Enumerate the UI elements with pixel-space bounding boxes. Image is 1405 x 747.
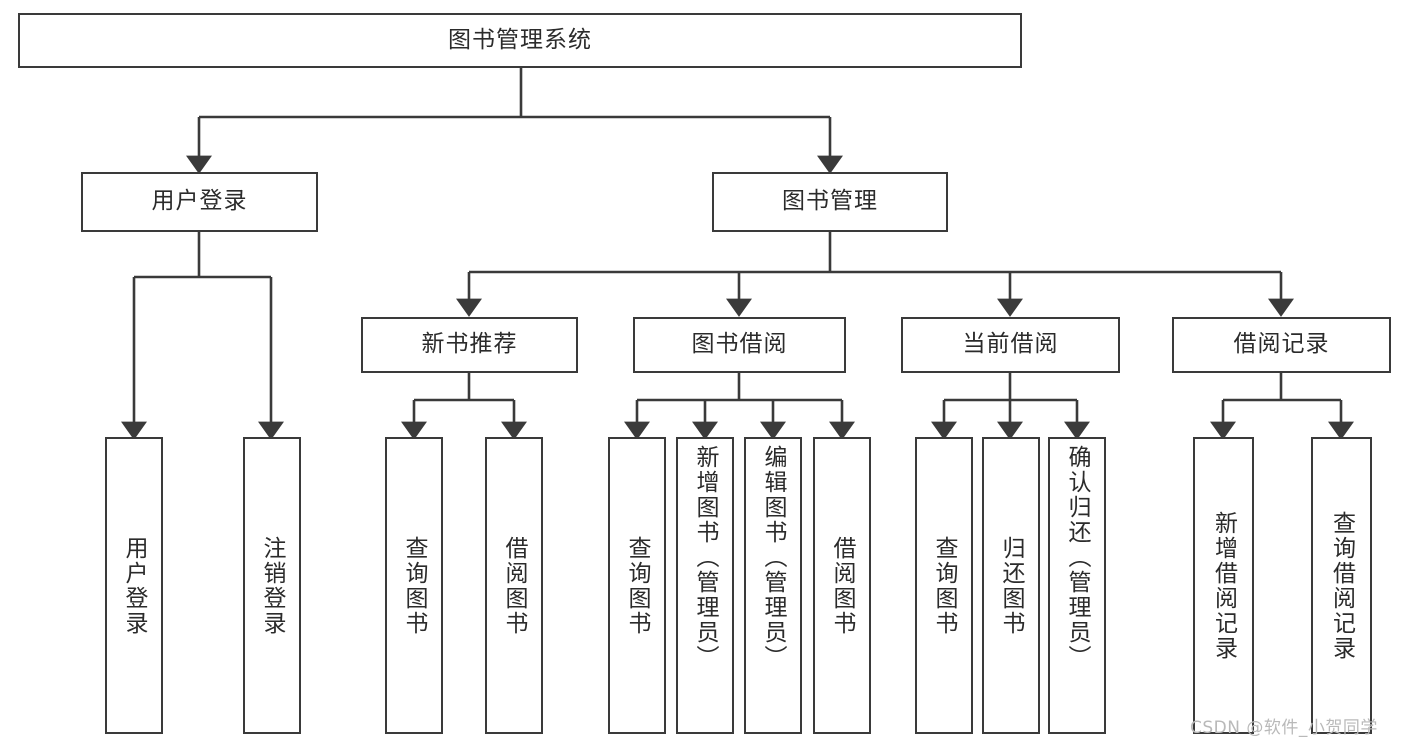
node-book-manage[interactable]: 图书管理 (712, 172, 948, 232)
leaf-borrow-book-borrow[interactable]: 借阅图书 (813, 437, 871, 734)
node-label: 查询图书 (624, 535, 651, 636)
node-label: 确认归还（管理员） (1064, 445, 1091, 670)
node-label: 图书管理系统 (448, 26, 592, 53)
node-label: 新增借阅记录 (1210, 510, 1237, 661)
leaf-query-book-borrow[interactable]: 查询图书 (608, 437, 666, 734)
leaf-query-book-current[interactable]: 查询图书 (915, 437, 973, 734)
node-label: 图书管理 (782, 188, 878, 215)
node-label: 借阅图书 (829, 535, 856, 636)
leaf-add-book-admin[interactable]: 新增图书（管理员） (676, 437, 734, 734)
node-label: 新书推荐 (421, 331, 518, 358)
node-label: 用户登录 (121, 535, 148, 636)
leaf-add-borrow-record[interactable]: 新增借阅记录 (1193, 437, 1254, 734)
node-new-book-recommend[interactable]: 新书推荐 (361, 317, 578, 373)
leaf-query-borrow-record[interactable]: 查询借阅记录 (1311, 437, 1372, 734)
leaf-logout-login[interactable]: 注销登录 (243, 437, 301, 734)
leaf-confirm-return-admin[interactable]: 确认归还（管理员） (1048, 437, 1106, 734)
node-label: 当前借阅 (962, 331, 1059, 358)
leaf-query-book-recommend[interactable]: 查询图书 (385, 437, 443, 734)
node-label: 用户登录 (151, 188, 248, 215)
node-label: 注销登录 (259, 535, 286, 636)
node-user-login[interactable]: 用户登录 (81, 172, 318, 232)
node-label: 查询借阅记录 (1328, 510, 1355, 661)
node-label: 新增图书（管理员） (692, 445, 719, 670)
node-label: 编辑图书（管理员） (760, 445, 787, 670)
node-label: 图书借阅 (691, 331, 788, 358)
node-label: 借阅图书 (501, 535, 528, 636)
leaf-borrow-book-recommend[interactable]: 借阅图书 (485, 437, 543, 734)
node-book-borrow[interactable]: 图书借阅 (633, 317, 846, 373)
leaf-edit-book-admin[interactable]: 编辑图书（管理员） (744, 437, 802, 734)
watermark-text: CSDN @软件_小贺同学 (1190, 718, 1378, 738)
node-label: 归还图书 (998, 535, 1025, 636)
node-root-system[interactable]: 图书管理系统 (18, 13, 1022, 68)
node-label: 查询图书 (931, 535, 958, 636)
node-label: 查询图书 (401, 535, 428, 636)
leaf-return-book[interactable]: 归还图书 (982, 437, 1040, 734)
leaf-user-login[interactable]: 用户登录 (105, 437, 163, 734)
node-borrow-record[interactable]: 借阅记录 (1172, 317, 1391, 373)
node-label: 借阅记录 (1233, 331, 1330, 358)
node-current-borrow[interactable]: 当前借阅 (901, 317, 1120, 373)
